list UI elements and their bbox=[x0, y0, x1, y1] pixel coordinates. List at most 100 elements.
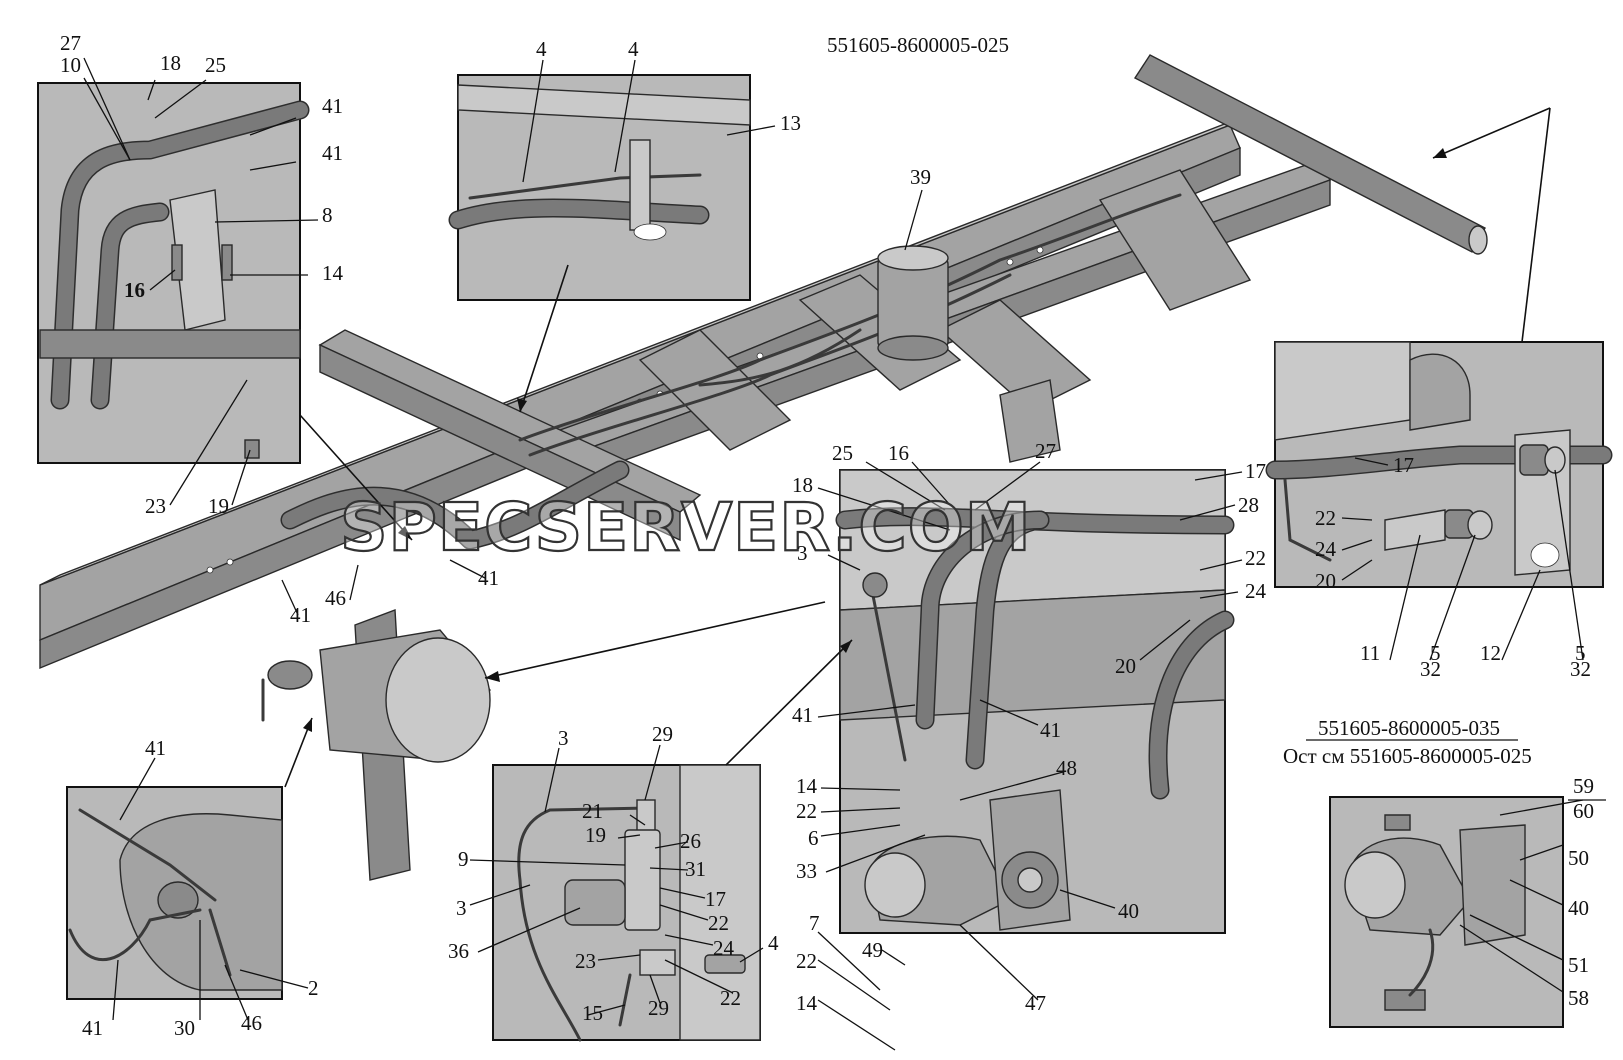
part-label: 30 bbox=[174, 1016, 195, 1040]
inset-bottom-left bbox=[66, 786, 283, 1000]
inset-top-center bbox=[448, 74, 751, 301]
part-label: 58 bbox=[1568, 986, 1589, 1010]
part-label: 11 bbox=[1360, 641, 1380, 665]
part-label: 46 bbox=[241, 1011, 262, 1035]
part-label: 21 bbox=[582, 799, 603, 823]
labels-inset-top-right: 17 22 24 20 11 5 32 12 5 32 bbox=[1315, 453, 1591, 681]
part-label: 59 bbox=[1573, 774, 1594, 798]
part-label: 33 bbox=[796, 859, 817, 883]
part-label: 27 bbox=[1035, 439, 1056, 463]
part-label: 16 bbox=[888, 441, 909, 465]
part-label: 10 bbox=[60, 53, 81, 77]
part-label: 4 bbox=[768, 931, 779, 955]
part-label: 23 bbox=[145, 494, 166, 518]
part-label: 23 bbox=[575, 949, 596, 973]
labels-inset-top-center: 4 4 13 bbox=[536, 37, 801, 135]
part-label: 24 bbox=[713, 936, 735, 960]
part-label: 41 bbox=[145, 736, 166, 760]
part-label: 27 bbox=[60, 31, 81, 55]
inset-top-left bbox=[37, 82, 310, 464]
part-label: 40 bbox=[1118, 899, 1139, 923]
variant-note: Ост см 551605-8600005-025 bbox=[1283, 744, 1532, 768]
part-label: 22 bbox=[1315, 506, 1336, 530]
part-label: 12 bbox=[1480, 641, 1501, 665]
part-label: 41 bbox=[290, 603, 311, 627]
callout-arrows bbox=[284, 107, 1551, 788]
part-label: 7 bbox=[809, 911, 820, 935]
part-label: 46 bbox=[325, 586, 346, 610]
part-label: 17 bbox=[1393, 453, 1414, 477]
inset-top-right bbox=[1265, 341, 1613, 588]
part-label: 8 bbox=[322, 203, 333, 227]
part-label: 15 bbox=[582, 1001, 603, 1025]
part-label: 22 bbox=[720, 986, 741, 1010]
part-label: 41 bbox=[1040, 718, 1061, 742]
part-label: 40 bbox=[1568, 896, 1589, 920]
part-label: 6 bbox=[808, 826, 819, 850]
part-label: 36 bbox=[448, 939, 469, 963]
part-label: 13 bbox=[780, 111, 801, 135]
part-label: 24 bbox=[1315, 537, 1337, 561]
part-label: 50 bbox=[1568, 846, 1589, 870]
part-label: 18 bbox=[792, 473, 813, 497]
part-label: 22 bbox=[1245, 546, 1266, 570]
labels-inset-bottom-left: 41 2 41 30 46 bbox=[82, 736, 319, 1040]
part-label: 31 bbox=[685, 857, 706, 881]
main-assembly bbox=[39, 54, 1488, 881]
labels-inset-middle-right: 25 16 27 17 18 28 3 22 24 20 41 41 14 48… bbox=[792, 439, 1267, 1015]
part-label: 20 bbox=[1315, 569, 1336, 593]
labels-inset-bottom-right: 59 60 50 40 51 58 bbox=[1568, 774, 1594, 1010]
inset-bottom-right bbox=[1329, 796, 1564, 1028]
inset-middle-right bbox=[835, 469, 1235, 934]
main-drawing-code: 551605-8600005-025 bbox=[827, 33, 1009, 57]
part-label: 14 bbox=[796, 991, 818, 1015]
part-label: 20 bbox=[1115, 654, 1136, 678]
part-label: 17 bbox=[1245, 459, 1266, 483]
leader-lines bbox=[83, 57, 1606, 1051]
part-label: 39 bbox=[910, 165, 931, 189]
variant-drawing-code: 551605-8600005-035 bbox=[1318, 716, 1500, 740]
part-label: 22 bbox=[796, 799, 817, 823]
labels-main: 39 41 46 41 bbox=[290, 165, 931, 627]
part-label: 22 bbox=[796, 949, 817, 973]
part-label: 5 bbox=[1575, 641, 1586, 665]
part-label: 25 bbox=[205, 53, 226, 77]
part-label: 48 bbox=[1056, 756, 1077, 780]
part-label: 3 bbox=[456, 896, 467, 920]
part-label: 25 bbox=[832, 441, 853, 465]
part-label: 29 bbox=[652, 722, 673, 746]
part-label: 41 bbox=[322, 141, 343, 165]
part-label: 26 bbox=[680, 829, 701, 853]
part-label: 41 bbox=[478, 566, 499, 590]
part-label: 18 bbox=[160, 51, 181, 75]
part-label: 4 bbox=[628, 37, 639, 61]
part-label: 2 bbox=[308, 976, 319, 1000]
part-label: 32 bbox=[1570, 657, 1591, 681]
part-label: 16 bbox=[124, 278, 145, 302]
part-label: 32 bbox=[1420, 657, 1441, 681]
watermark: SPECSERVER.COM bbox=[340, 489, 1032, 566]
part-label: 9 bbox=[458, 847, 469, 871]
part-label: 41 bbox=[322, 94, 343, 118]
part-label: 3 bbox=[797, 541, 808, 565]
part-label: 14 bbox=[796, 774, 818, 798]
part-label: 4 bbox=[536, 37, 547, 61]
labels-inset-bottom-center: 3 29 21 19 26 9 31 17 3 22 36 24 23 4 22… bbox=[448, 722, 779, 1025]
part-label: 60 bbox=[1573, 799, 1594, 823]
part-label: 28 bbox=[1238, 493, 1259, 517]
labels-inset-top-left: 27 10 18 25 41 41 8 16 14 23 19 bbox=[60, 31, 344, 518]
part-label: 41 bbox=[82, 1016, 103, 1040]
part-label: 3 bbox=[558, 726, 569, 750]
part-label: 22 bbox=[708, 911, 729, 935]
part-label: 17 bbox=[705, 887, 726, 911]
part-label: 29 bbox=[648, 996, 669, 1020]
dryer-cylinder bbox=[267, 629, 491, 763]
part-label: 41 bbox=[792, 703, 813, 727]
part-label: 51 bbox=[1568, 953, 1589, 977]
part-label: 14 bbox=[322, 261, 344, 285]
part-label: 24 bbox=[1245, 579, 1267, 603]
part-label: 19 bbox=[208, 494, 229, 518]
part-label: 5 bbox=[1430, 641, 1441, 665]
part-label: 47 bbox=[1025, 991, 1046, 1015]
